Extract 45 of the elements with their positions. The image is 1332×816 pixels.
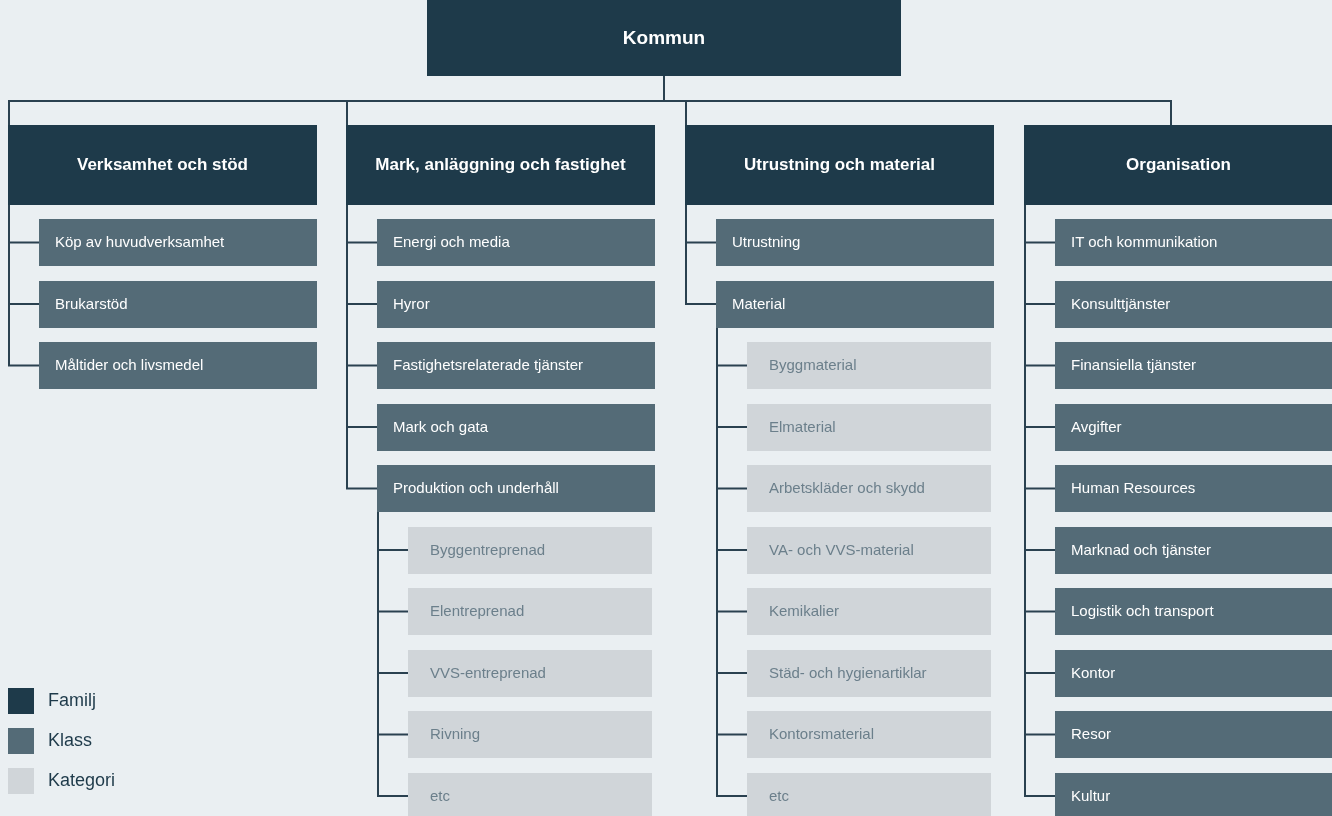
category-box: Arbetskläder och skydd (747, 465, 991, 512)
legend-label: Klass (48, 729, 92, 752)
family-box: Organisation (1024, 125, 1332, 205)
class-box: Human Resources (1055, 465, 1332, 512)
root-box: Kommun (427, 0, 901, 76)
category-box: Byggmaterial (747, 342, 991, 389)
family-box: Utrustning och material (685, 125, 994, 205)
class-box: Produktion och underhåll (377, 465, 655, 512)
class-box: Konsulttjänster (1055, 280, 1332, 328)
class-box: IT och kommunikation (1055, 219, 1332, 266)
category-box: Kemikalier (747, 588, 991, 635)
class-box: Kontor (1055, 649, 1332, 697)
legend-label: Familj (48, 689, 96, 712)
category-box: etc (747, 772, 991, 816)
class-box: Hyror (377, 280, 655, 328)
class-box: Avgifter (1055, 403, 1332, 451)
class-box: Logistik och transport (1055, 588, 1332, 635)
category-box: Kontorsmaterial (747, 711, 991, 758)
class-box: Brukarstöd (39, 280, 317, 328)
class-box: Resor (1055, 711, 1332, 758)
family-box: Mark, anläggning och fastighet (346, 125, 655, 205)
category-box: Städ- och hygienartiklar (747, 649, 991, 697)
category-box: Elentreprenad (408, 588, 652, 635)
category-box: Elmaterial (747, 403, 991, 451)
category-box: Byggentreprenad (408, 526, 652, 574)
connector-line (685, 204, 717, 305)
connector-line (346, 204, 378, 490)
class-box: Måltider och livsmedel (39, 342, 317, 389)
class-box: Fastighetsrelaterade tjänster (377, 342, 655, 389)
legend-label: Kategori (48, 769, 116, 792)
category-box: VVS-entreprenad (408, 649, 652, 697)
class-box: Utrustning (716, 219, 994, 266)
category-box: Rivning (408, 711, 652, 758)
class-box: Köp av huvudverksamhet (39, 219, 317, 266)
class-box: Energi och media (377, 219, 655, 266)
category-box: VA- och VVS-material (747, 526, 991, 574)
family-box: Verksamhet och stöd (8, 125, 317, 205)
connector-line (377, 511, 409, 797)
class-box: Material (716, 280, 994, 328)
class-box: Marknad och tjänster (1055, 526, 1332, 574)
class-box: Mark och gata (377, 403, 655, 451)
class-box: Kultur (1055, 772, 1332, 816)
connector-line (8, 204, 40, 367)
category-box: etc (408, 772, 652, 816)
class-box: Finansiella tjänster (1055, 342, 1332, 389)
